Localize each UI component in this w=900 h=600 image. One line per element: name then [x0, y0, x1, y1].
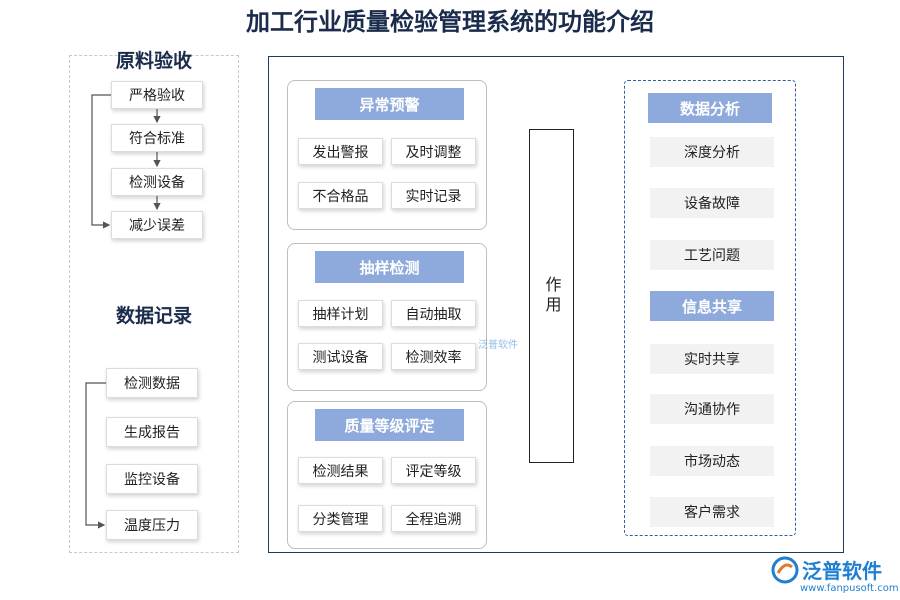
sampling-item-1: 自动抽取 — [391, 300, 476, 327]
center-watermark: 泛普软件 — [478, 340, 518, 351]
data-analysis-heading: 数据分析 — [648, 93, 772, 123]
anomaly-item-3: 实时记录 — [391, 182, 476, 209]
raw-item-0: 严格验收 — [111, 81, 203, 109]
page-title: 加工行业质量检验管理系统的功能介绍 — [246, 7, 654, 36]
logo-name: 泛普软件 — [802, 559, 882, 583]
raw-item-1: 符合标准 — [111, 124, 203, 152]
share-item-1: 沟通协作 — [650, 394, 774, 424]
raw-material-heading: 原料验收 — [115, 50, 192, 72]
info-share-heading: 信息共享 — [650, 291, 774, 321]
record-item-1: 生成报告 — [106, 417, 198, 447]
main-frame — [268, 56, 844, 553]
sampling-item-3: 检测效率 — [391, 343, 476, 370]
share-item-3: 客户需求 — [650, 497, 774, 527]
group-anomaly-heading: 异常预警 — [315, 88, 464, 120]
fanpu-logo-icon — [771, 556, 799, 584]
grading-item-3: 全程追溯 — [391, 505, 476, 532]
analysis-item-1: 设备故障 — [650, 188, 774, 218]
raw-item-2: 检测设备 — [111, 168, 203, 196]
raw-item-3: 减少误差 — [111, 211, 203, 239]
sampling-item-2: 测试设备 — [298, 343, 383, 370]
share-item-0: 实时共享 — [650, 344, 774, 374]
right-panel — [624, 80, 796, 536]
group-sampling-heading: 抽样检测 — [315, 251, 464, 283]
analysis-item-0: 深度分析 — [650, 137, 774, 167]
effect-box: 作用 — [529, 129, 574, 463]
anomaly-item-2: 不合格品 — [298, 182, 383, 209]
left-panel — [69, 55, 239, 553]
brand-logo: 泛普软件 www.fanpusoft.com — [770, 553, 899, 597]
sampling-item-0: 抽样计划 — [298, 300, 383, 327]
logo-url: www.fanpusoft.com — [800, 583, 899, 594]
anomaly-item-1: 及时调整 — [391, 138, 476, 165]
record-item-3: 温度压力 — [106, 510, 198, 540]
record-item-0: 检测数据 — [106, 368, 198, 398]
grading-item-2: 分类管理 — [298, 505, 383, 532]
raw-bracket-line — [91, 94, 111, 229]
record-bracket-line — [85, 382, 106, 529]
group-grading-heading: 质量等级评定 — [315, 409, 464, 441]
share-item-2: 市场动态 — [650, 446, 774, 476]
record-item-2: 监控设备 — [106, 464, 198, 494]
analysis-item-2: 工艺问题 — [650, 240, 774, 270]
anomaly-item-0: 发出警报 — [298, 138, 383, 165]
data-record-heading: 数据记录 — [115, 305, 192, 327]
grading-item-1: 评定等级 — [391, 457, 476, 484]
grading-item-0: 检测结果 — [298, 457, 383, 484]
